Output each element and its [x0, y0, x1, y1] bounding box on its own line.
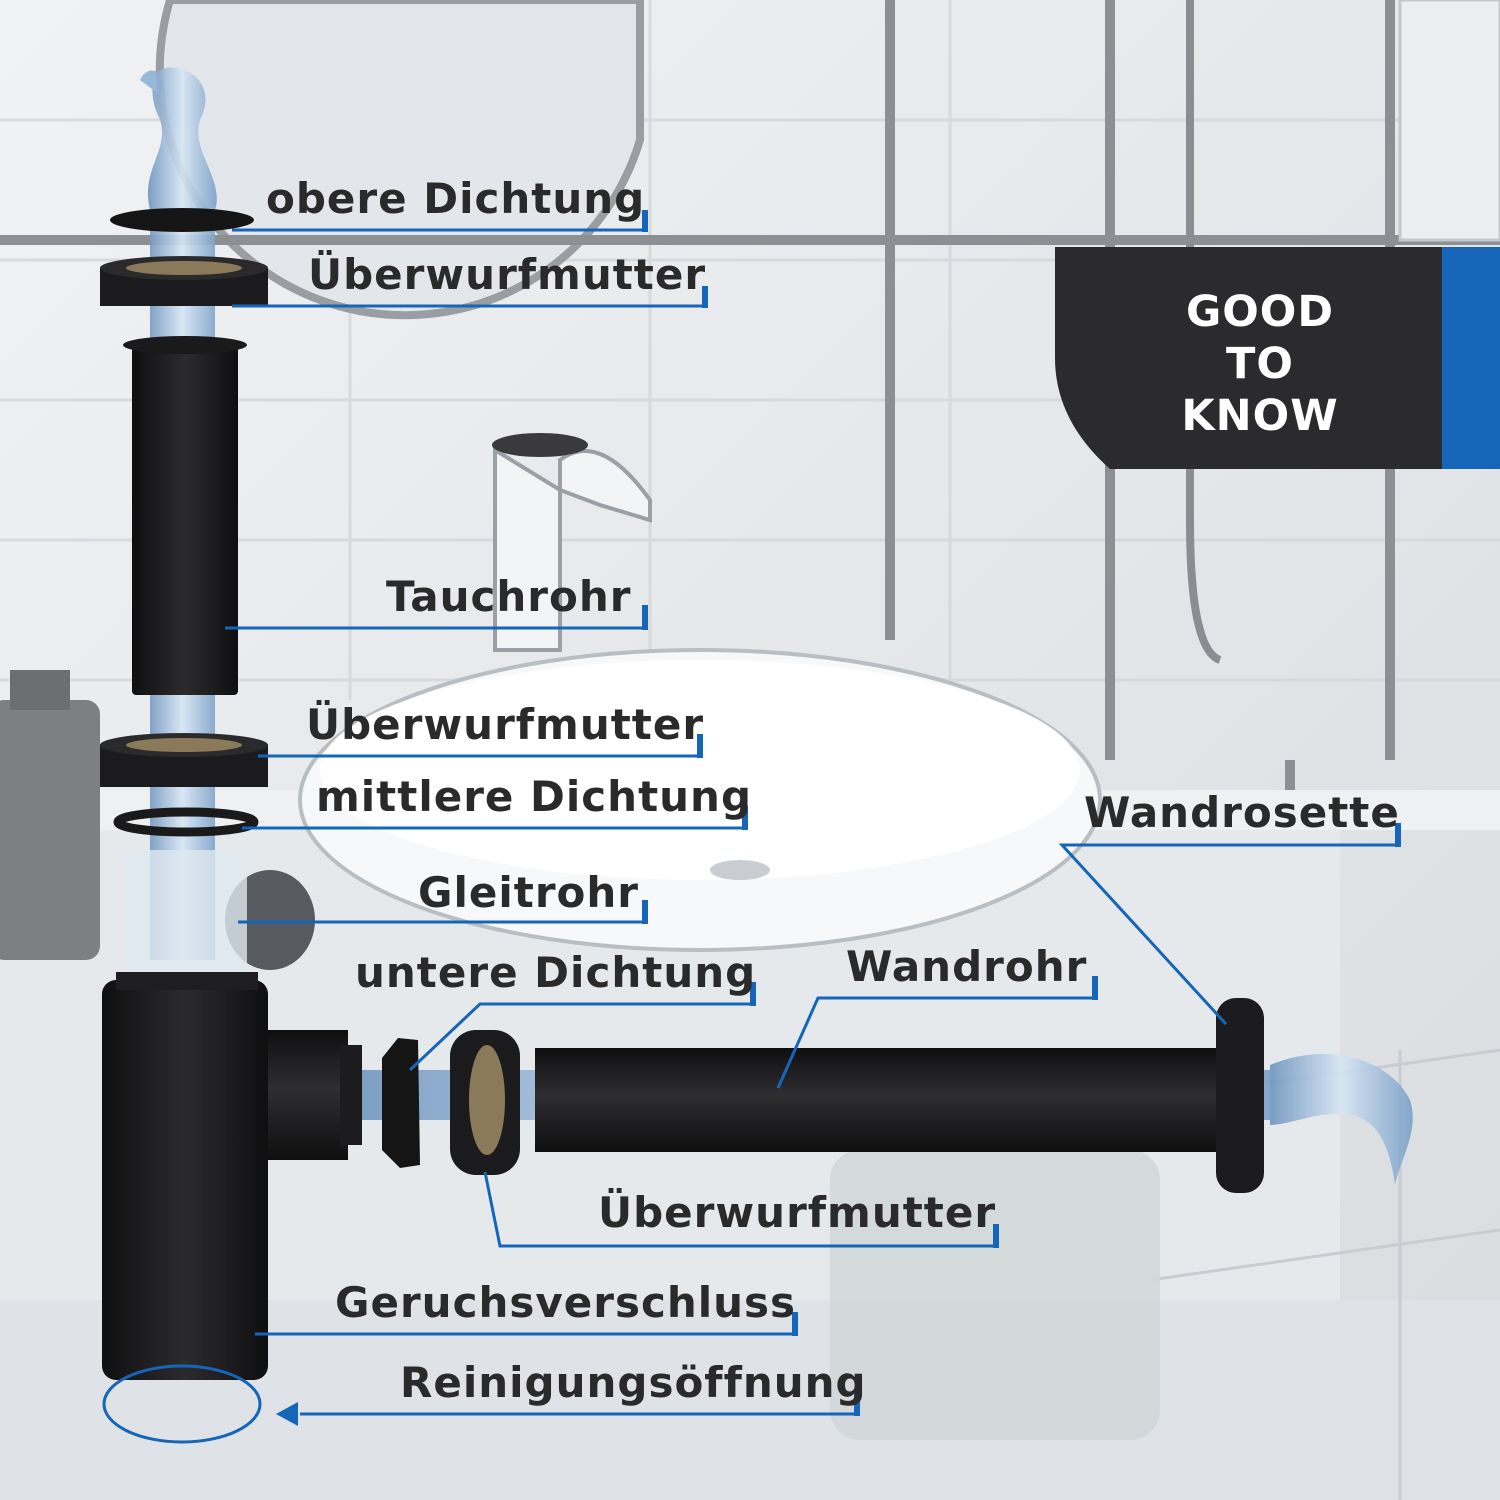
- label-odor-trap: Geruchsverschluss: [335, 1278, 797, 1327]
- label-middle-union-nut: Überwurfmutter: [306, 700, 705, 749]
- cleaning-opening-marker: [102, 1364, 262, 1444]
- label-wall-pipe: Wandrohr: [846, 942, 1088, 991]
- label-cleaning-opening: Reinigungsöffnung: [400, 1358, 867, 1407]
- good-to-know-badge: [1055, 247, 1500, 469]
- label-upper-seal: obere Dichtung: [266, 174, 646, 223]
- upper-seal-part: [110, 208, 254, 232]
- lower-seal-part: [382, 1038, 420, 1168]
- label-lower-seal: untere Dichtung: [355, 948, 757, 997]
- wall-rosette-part: [1216, 998, 1264, 1193]
- badge-line-3: KNOW: [1181, 391, 1339, 441]
- slide-tube-part: [125, 850, 247, 975]
- badge-line-1: GOOD: [1185, 287, 1335, 337]
- middle-seal-part: [113, 807, 259, 837]
- badge-line-2: TO: [1226, 339, 1294, 389]
- badge-text: GOOD TO KNOW: [1140, 286, 1380, 442]
- label-dip-tube: Tauchrohr: [386, 572, 632, 621]
- label-bottom-union-nut: Überwurfmutter: [598, 1188, 997, 1237]
- label-wall-rosette: Wandrosette: [1084, 788, 1400, 837]
- wall-pipe-part: [535, 1048, 1225, 1152]
- dip-tube-part: [132, 345, 238, 695]
- arrow-left-icon: [276, 1402, 298, 1426]
- leader-ticks: [642, 210, 1401, 1416]
- trap-body-part: [102, 980, 268, 1380]
- label-top-union-nut: Überwurfmutter: [308, 250, 707, 299]
- leader-lines: [225, 228, 1398, 1416]
- label-middle-seal: mittlere Dichtung: [316, 772, 753, 821]
- label-slide-tube: Gleitrohr: [418, 868, 640, 917]
- siphon-parts: [100, 208, 1264, 1380]
